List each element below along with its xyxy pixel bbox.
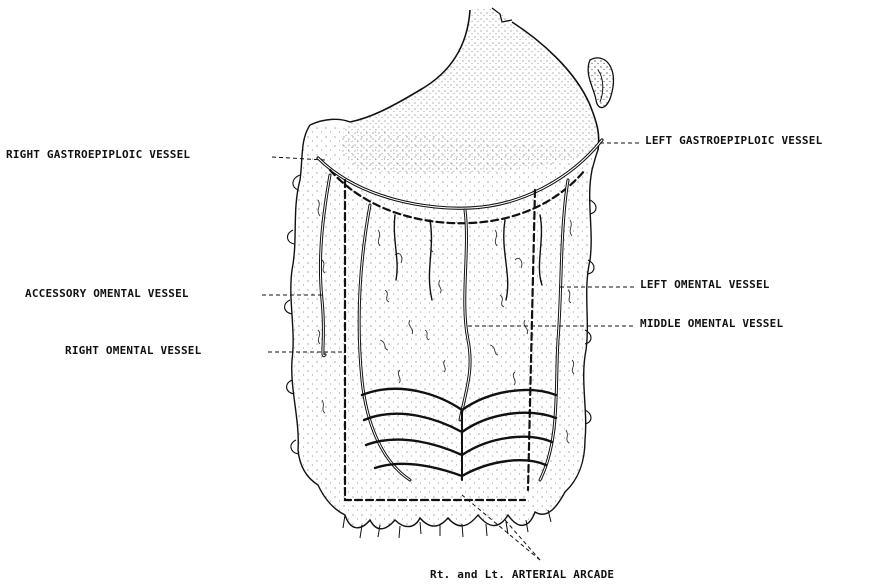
label-right-gastroepiploic-vessel: RIGHT GASTROEPIPLOIC VESSEL: [6, 148, 190, 161]
label-arterial-arcade: Rt. and Lt. ARTERIAL ARCADE: [430, 568, 614, 581]
label-right-omental-vessel: RIGHT OMENTAL VESSEL: [65, 344, 201, 357]
label-middle-omental-vessel: MIDDLE OMENTAL VESSEL: [640, 317, 783, 330]
label-accessory-omental-vessel: ACCESSORY OMENTAL VESSEL: [25, 287, 189, 300]
label-left-gastroepiploic-vessel: LEFT GASTROEPIPLOIC VESSEL: [645, 134, 822, 147]
label-left-omental-vessel: LEFT OMENTAL VESSEL: [640, 278, 770, 291]
